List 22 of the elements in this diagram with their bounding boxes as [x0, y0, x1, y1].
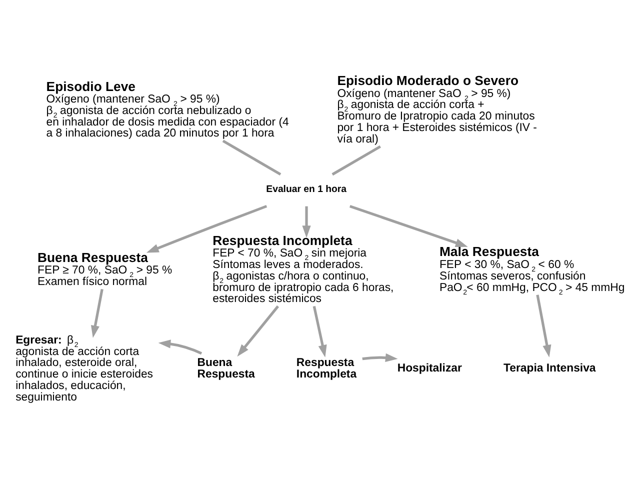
node-text: Egresar: β$_{2}$ agonista de acción corta inhalado, esteroide oral, continue o inicie esteroides inhalados, educación, seguimiento [16, 334, 153, 403]
node-text: Mala Respuesta FEP < 30 %, SaO$_{2}$ < 60 % Síntomas severos, confusión PaO$_{2}$< 60 mmHg, PCO$_{2}$ > 45 mmHg [439, 244, 625, 296]
arrow [312, 305, 327, 357]
node-text: Evaluar en 1 hora [266, 183, 347, 194]
arrow [146, 204, 268, 252]
arrow [349, 204, 468, 246]
arrow [362, 352, 398, 362]
node-text: Episodio Leve Oxígeno (mantener SaO$_{2}$ > 95 %) β$_{2}$ agonista de acción corta nebulizado o en inhalador de dosis medida con espaciador (4 a 8 inhalaciones) cada 20 minutos por 1 hora [46, 78, 289, 140]
arrow [237, 304, 280, 356]
node-text: Episodio Moderado o Severo Oxígeno (mantener SaO$_{2}$ > 95 %) β$_{2}$ agonista de acción corta + Bromuro de Ipratropio cada 20 minutos por 1 hora + Esteroides sistémicos (IV - vía oral) [337, 72, 537, 145]
node-text: Buena Respuesta FEP ≥ 70 %, SaO$_{2}$ > 95 % Examen físico normal [38, 249, 172, 288]
arrow [90, 288, 104, 338]
connector [222, 139, 282, 175]
node-text: Hospitalizar [397, 362, 462, 374]
node-text: Terapia Intensiva [504, 362, 596, 374]
arrow [536, 294, 552, 357]
node-text: Respuesta Incompleta [296, 356, 357, 380]
arrow [302, 206, 311, 238]
arrow [158, 339, 202, 354]
connector [332, 144, 381, 176]
node-text: Buena Respuesta [197, 356, 255, 380]
node-text: Respuesta Incompleta FEP < 70 %, SaO$_{2}$ sin mejoria Síntomas leves a moderados. β$_{2}$ agonistas c/hora o continuo, bromuro de ipratropio cada 6 horas, esteroides sistémicos [212, 232, 394, 305]
